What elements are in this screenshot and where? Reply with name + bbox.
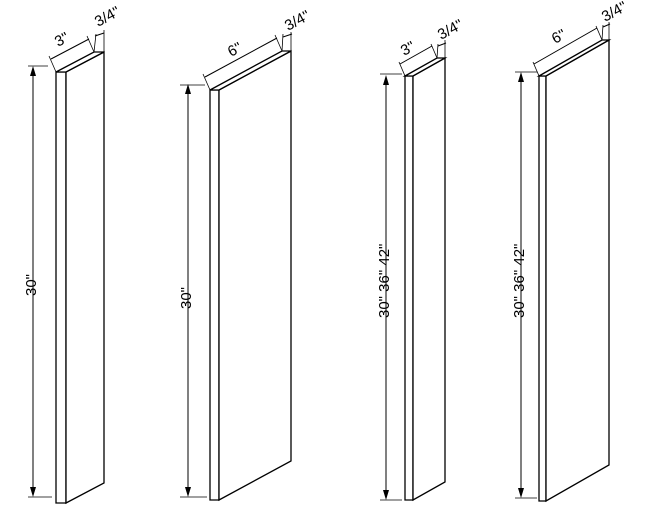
panel-3-side-face xyxy=(412,56,446,502)
panel-2-front-face xyxy=(209,89,220,501)
panel-1-side-face xyxy=(65,50,105,505)
panel-3: 3" 3/4" 30" 36" 42" xyxy=(376,16,466,502)
panel-2-side-face xyxy=(218,49,292,502)
panel-1-height-dimension: 30" xyxy=(23,65,52,498)
panel-4-thickness-label: 3/4" xyxy=(599,0,630,26)
panel-3-height-dimension: 30" 36" 42" xyxy=(376,73,402,501)
panel-4-height-label: 30" 36" 42" xyxy=(511,244,528,318)
panel-3-height-label: 30" 36" 42" xyxy=(376,244,393,318)
panel-2-height-dimension: 30" xyxy=(178,84,207,498)
panel-1: 3" 3/4" 30" xyxy=(23,3,123,505)
panel-3-front-face xyxy=(404,75,414,501)
panel-3-thickness-dimension: 3/4" xyxy=(435,16,466,59)
panel-2-thickness-label: 3/4" xyxy=(282,7,313,34)
panel-2-height-label: 30" xyxy=(178,287,195,309)
panel-1-height-label: 30" xyxy=(23,274,40,296)
panel-1-thickness-label: 3/4" xyxy=(92,3,123,30)
panel-3-thickness-label: 3/4" xyxy=(435,16,466,43)
panel-2: 6" 3/4" 30" xyxy=(178,7,313,502)
panel-3-width-label: 3" xyxy=(398,38,418,59)
panel-2-thickness-dimension: 3/4" xyxy=(281,7,313,52)
panel-1-width-label: 3" xyxy=(52,29,72,50)
panel-4-height-dimension: 30" 36" 42" xyxy=(511,71,537,499)
panel-4-front-face xyxy=(538,75,547,502)
panel-1-thickness-dimension: 3/4" xyxy=(92,3,123,53)
panel-1-front-face xyxy=(55,71,67,504)
panel-4-width-label: 6" xyxy=(549,26,569,47)
panel-4-thickness-dimension: 3/4" xyxy=(599,0,630,41)
panel-4-side-face xyxy=(545,38,610,503)
panel-4: 6" 3/4" 30" 36" 42" xyxy=(511,0,630,503)
